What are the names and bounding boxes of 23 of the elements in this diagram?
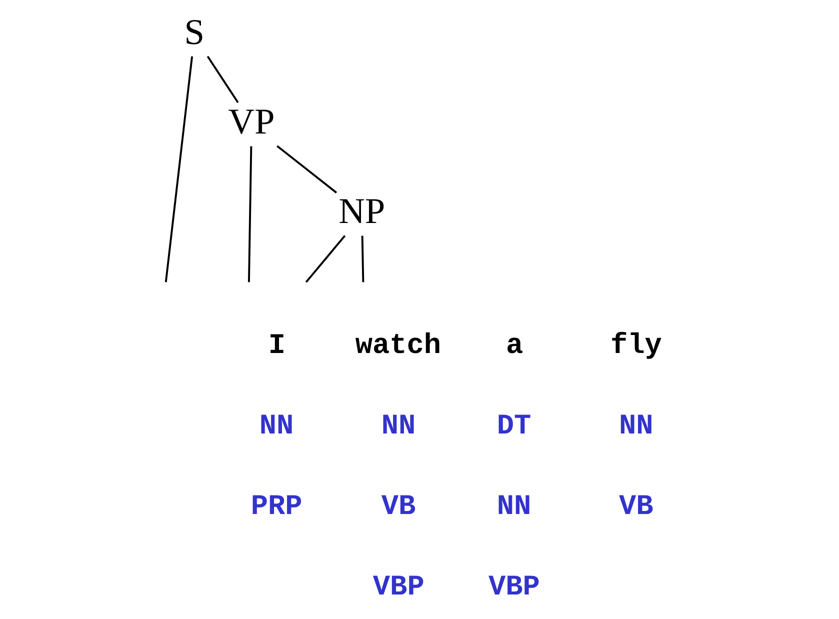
label: NN [258,410,294,443]
label: NN [380,410,416,443]
node-text: VP [228,101,274,142]
label: VBP [488,570,540,604]
node-text: NP [338,191,385,232]
label: VBP [372,570,424,604]
label: VB [618,490,653,524]
label: NN [618,410,653,443]
connector [276,145,337,194]
connector [304,235,346,283]
label: PRP [250,490,302,524]
label: NN [496,490,531,524]
label: fly [610,329,662,362]
label: VB [380,490,416,524]
label: DT [496,410,531,443]
connector [247,146,252,282]
label: a [506,329,523,362]
label: watch [354,329,441,362]
node-text: S [184,12,204,52]
connector [206,56,238,104]
label: I [268,329,286,362]
connector [164,56,193,282]
connector [360,236,364,282]
